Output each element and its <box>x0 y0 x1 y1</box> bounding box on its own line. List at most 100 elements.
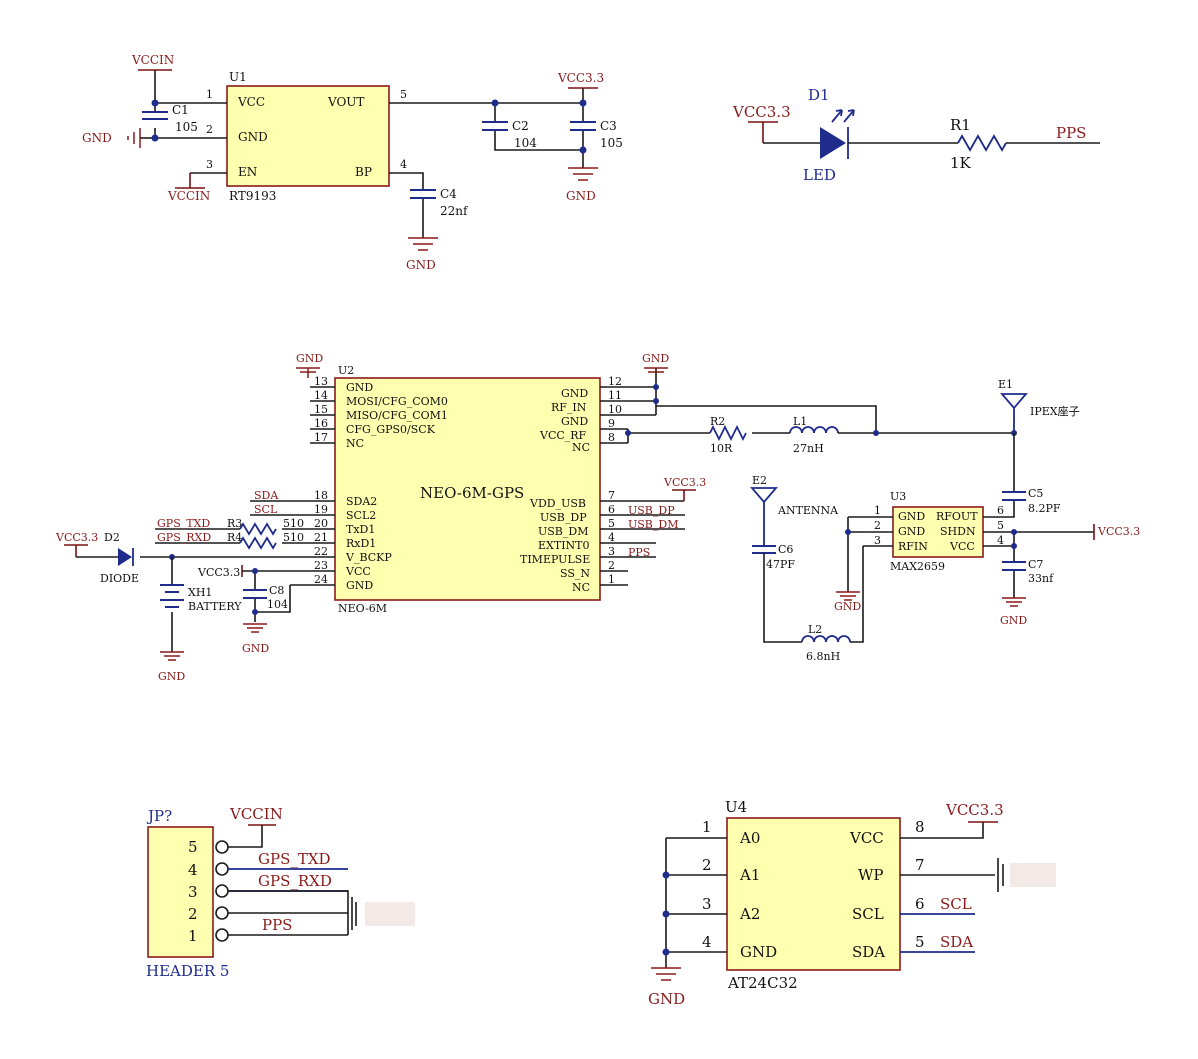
junction-u3-shdn <box>1011 529 1017 535</box>
svg-text:9: 9 <box>608 417 615 430</box>
gnd-c4-symbol <box>408 237 438 251</box>
pps-neo-net-label: PPS <box>628 546 650 559</box>
c3-val: 105 <box>600 136 623 150</box>
bp-wires <box>389 172 424 238</box>
u2-body <box>334 377 601 601</box>
u1-pin-bp: BP <box>355 165 372 179</box>
u4-num-8: 8 <box>915 818 925 836</box>
gps-txrx-wires <box>155 528 240 544</box>
junction-c3-top <box>579 99 587 107</box>
u3-num-4: 4 <box>997 534 1004 547</box>
r2-val: 10R <box>710 442 733 455</box>
vcc-rf-wire <box>627 429 710 443</box>
svg-text:SCL2: SCL2 <box>346 509 376 522</box>
jp-redacted-label <box>365 902 415 926</box>
u4-i2c-wires <box>900 913 975 953</box>
e2-val: ANTENNA <box>777 504 839 517</box>
u1-pin-vcc: VCC <box>237 95 265 109</box>
gnd-u4-label: GND <box>648 990 685 1008</box>
u1-pin-gnd: GND <box>238 130 268 144</box>
junction-c8-bot <box>252 609 258 615</box>
u4-left-wires <box>665 837 727 968</box>
svg-text:GND: GND <box>346 381 373 394</box>
junction-c8-top <box>252 568 258 574</box>
gnd-top-left-label: GND <box>296 352 323 365</box>
c6-ref: C6 <box>778 543 793 556</box>
svg-text:RF_IN: RF_IN <box>551 401 587 414</box>
u2-part: NEO-6M <box>338 602 387 615</box>
junction-gnd-11 <box>653 398 659 404</box>
u3-num-3: 3 <box>874 534 881 547</box>
u3-num-6: 6 <box>997 504 1004 517</box>
c4-ref: C4 <box>440 187 457 201</box>
junction-rf-l1 <box>873 430 879 436</box>
e1-val: IPEX座子 <box>1030 404 1080 418</box>
u4-num-1: 1 <box>702 818 712 836</box>
u1-pin-vout: VOUT <box>327 95 364 109</box>
l2-val: 6.8nH <box>806 650 840 663</box>
u4-body <box>726 817 901 971</box>
svg-text:RxD1: RxD1 <box>346 537 376 550</box>
u1-pin-en: EN <box>238 165 257 179</box>
u2-ref: U2 <box>338 364 354 377</box>
svg-text:VCC_RF: VCC_RF <box>539 429 587 442</box>
gnd-max-symbol <box>836 591 860 601</box>
svg-text:4: 4 <box>608 531 615 544</box>
junction-c3-bot <box>579 146 587 154</box>
u1-num-1: 1 <box>206 88 213 101</box>
u4-num-2: 2 <box>702 856 712 874</box>
gnd-bat-symbol <box>160 651 184 661</box>
u3-lpin-2: GND <box>898 525 925 538</box>
junction-u3-gnd <box>845 529 851 535</box>
u1-part: RT9193 <box>229 189 276 203</box>
e1-antenna-symbol <box>1000 393 1028 433</box>
u2-right-pin: 1NC <box>572 573 628 594</box>
u2-title: NEO-6M-GPS <box>420 484 524 502</box>
vcc-usb-label: VCC3.3 <box>663 476 706 489</box>
u4-lpin-a1: A1 <box>739 866 760 884</box>
r3-ref: R3 <box>227 517 242 530</box>
svg-text:NC: NC <box>346 437 364 450</box>
svg-text:11: 11 <box>608 389 622 402</box>
jp-pin-3 <box>215 884 229 898</box>
svg-text:2: 2 <box>608 559 615 572</box>
jp-vcc-wire <box>228 825 263 848</box>
svg-text:TxD1: TxD1 <box>346 523 375 536</box>
c8-wires <box>242 570 291 622</box>
u1-left-wires <box>155 102 227 174</box>
svg-text:7: 7 <box>608 489 615 502</box>
jp-ref: JP? <box>146 807 172 825</box>
jp-pin-4 <box>215 862 229 876</box>
e2-antenna-symbol <box>750 487 778 546</box>
svg-text:V_BCKP: V_BCKP <box>345 551 392 564</box>
c8-ref: C8 <box>269 584 284 597</box>
junction-u3-vcc <box>1011 543 1017 549</box>
u4-vcc-wire <box>900 822 984 839</box>
u1-num-4: 4 <box>400 158 407 171</box>
regulator-section: U1 RT9193 VCC GND EN VOUT BP 1 2 3 5 4 V… <box>82 53 623 272</box>
vccin-bot-label: VCCIN <box>167 189 210 203</box>
svg-text:23: 23 <box>314 559 328 572</box>
svg-text:18: 18 <box>314 489 328 502</box>
u1-num-5: 5 <box>400 88 407 101</box>
r1-ref: R1 <box>950 116 971 134</box>
led-vcc-label: VCC3.3 <box>732 103 791 121</box>
jp-rxd-label: GPS_RXD <box>258 872 332 890</box>
svg-text:17: 17 <box>314 431 328 444</box>
jp-pps-label: PPS <box>262 916 292 934</box>
u4-num-5: 5 <box>915 933 925 951</box>
u4-rpin-scl: SCL <box>852 905 884 923</box>
svg-text:GND: GND <box>561 415 588 428</box>
svg-text:1: 1 <box>608 573 615 586</box>
u4-scl-net-label: SCL <box>940 895 972 913</box>
led-vcc-bar <box>748 121 778 143</box>
